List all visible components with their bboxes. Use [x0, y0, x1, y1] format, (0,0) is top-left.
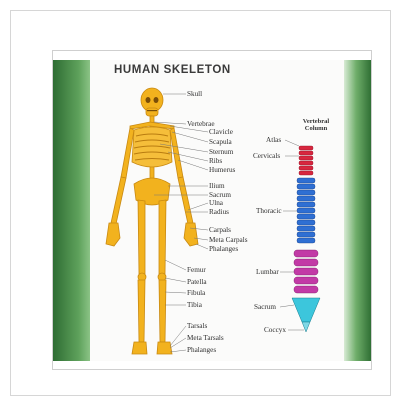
label-ribs: Ribs [209, 157, 222, 165]
label-fibula: Fibula [187, 289, 205, 297]
label-phalanges-hand: Phalanges [209, 245, 238, 253]
vertebral-column [292, 146, 320, 332]
label-meta-tarsals: Meta Tarsals [187, 334, 224, 342]
cervical-vertebra [299, 146, 313, 150]
right-green-border [344, 60, 371, 361]
label-meta-carpals: Meta Carpals [209, 236, 248, 244]
label-phalanges-foot: Phalanges [187, 346, 216, 354]
poster-image: HUMAN SKELETON [52, 50, 372, 370]
label-lumbar: Lumbar [256, 268, 279, 276]
right-femur [159, 200, 166, 274]
label-ilium: Ilium [209, 182, 225, 190]
coccyx-bone [302, 322, 310, 332]
skeleton-poster: HUMAN SKELETON [90, 60, 344, 361]
vertebral-column-title: Vertebral Column [286, 118, 346, 132]
label-skull: Skull [187, 90, 202, 98]
label-carpals: Carpals [209, 226, 231, 234]
vertebral-column-title-line2: Column [286, 125, 346, 132]
vertebral-column-title-line1: Vertebral [286, 118, 346, 125]
label-vertebrae: Vertebrae [187, 120, 215, 128]
label-tibia: Tibia [187, 301, 202, 309]
left-green-border [53, 60, 90, 361]
label-clavicle: Clavicle [209, 128, 233, 136]
label-tarsals: Tarsals [187, 322, 207, 330]
label-sternum: Sternum [209, 148, 233, 156]
lumbar-vertebra [294, 250, 318, 257]
label-coccyx: Coccyx [264, 326, 286, 334]
label-ulna: Ulna [209, 199, 223, 207]
left-femur [138, 200, 145, 274]
label-sacrum-vc: Sacrum [254, 303, 276, 311]
label-scapula: Scapula [209, 138, 232, 146]
label-cervicals: Cervicals [253, 152, 280, 160]
label-patella: Patella [187, 278, 207, 286]
label-thoracic: Thoracic [256, 207, 282, 215]
label-radius: Radius [209, 208, 229, 216]
label-femur: Femur [187, 266, 206, 274]
label-sacrum: Sacrum [209, 191, 231, 199]
left-humerus [121, 128, 134, 178]
label-atlas: Atlas [266, 136, 281, 144]
thoracic-vertebra [297, 178, 315, 183]
label-humerus: Humerus [209, 166, 235, 174]
sacrum-bone [292, 298, 320, 322]
